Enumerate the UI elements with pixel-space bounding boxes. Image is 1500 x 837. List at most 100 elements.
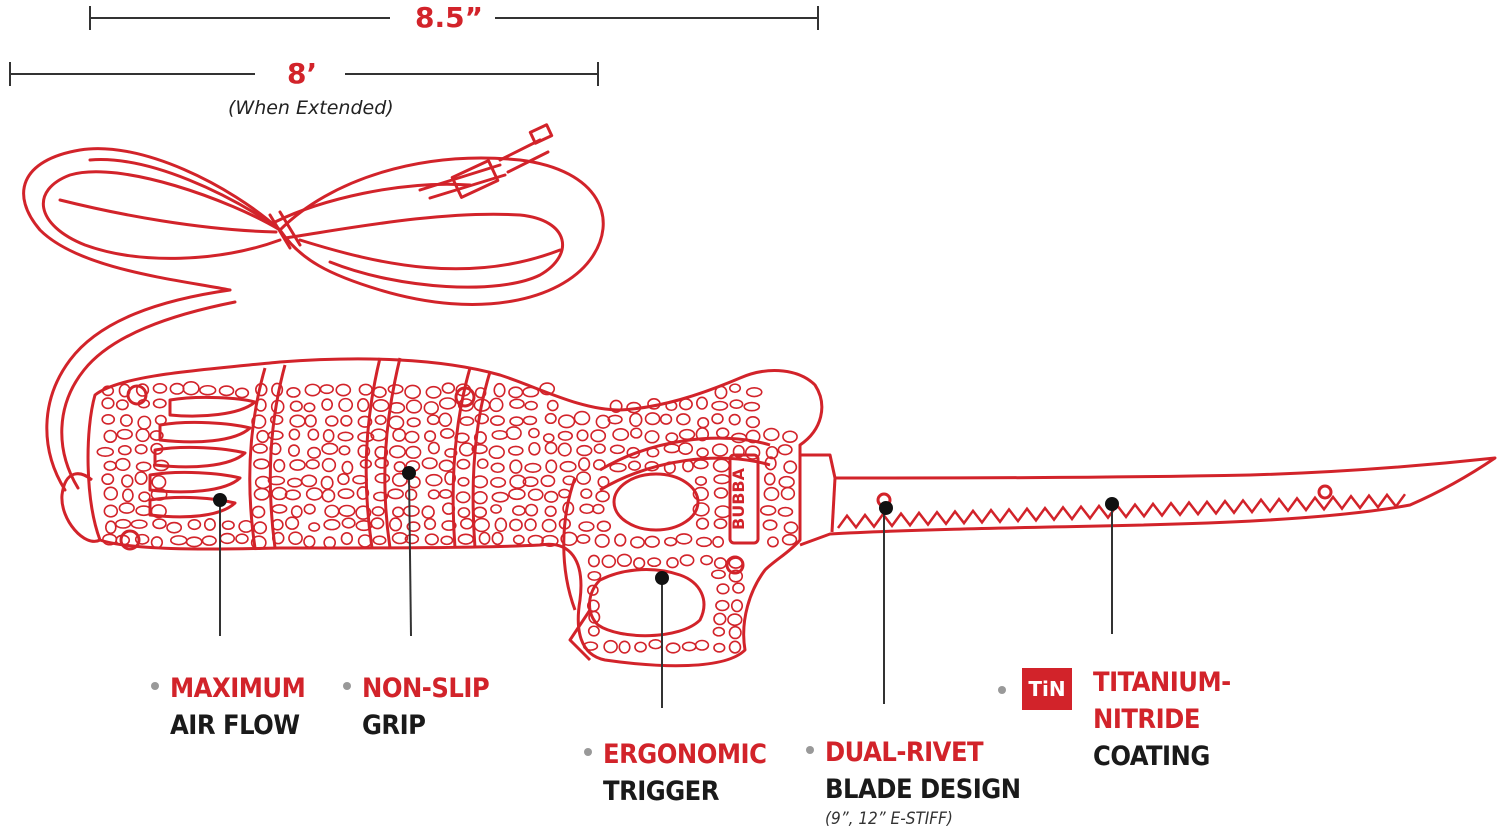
- texture-pebble: [763, 427, 780, 442]
- texture-pebble: [712, 458, 731, 473]
- texture-pebble: [424, 533, 439, 546]
- texture-pebble: [505, 426, 522, 441]
- texture-pebble: [562, 501, 575, 516]
- texture-pebble: [357, 398, 370, 413]
- texture-pebble: [491, 491, 509, 503]
- callout-subtitle: COATING: [1093, 741, 1210, 772]
- texture-pebble: [119, 414, 133, 427]
- texture-pebble: [130, 519, 148, 529]
- texture-pebble: [115, 399, 129, 411]
- texture-pebble: [427, 441, 440, 455]
- texture-pebble: [543, 490, 559, 503]
- texture-pebble: [471, 443, 488, 455]
- callout-coating: TITANIUM- NITRIDE COATING: [1093, 664, 1231, 775]
- texture-pebble: [440, 535, 454, 546]
- texture-pebble: [457, 507, 471, 519]
- texture-pebble: [696, 447, 709, 458]
- texture-pebble: [644, 430, 660, 444]
- texture-pebble: [546, 399, 559, 412]
- texture-pebble: [438, 412, 453, 428]
- texture-pebble: [580, 488, 593, 499]
- texture-pebble: [595, 414, 611, 429]
- texture-pebble: [714, 385, 728, 400]
- texture-pebble: [169, 382, 185, 395]
- texture-pebble: [713, 487, 729, 499]
- texture-pebble: [626, 401, 642, 414]
- texture-pebble: [305, 459, 320, 470]
- texture-pebble: [665, 642, 681, 654]
- texture-pebble: [695, 536, 713, 548]
- texture-pebble: [288, 428, 301, 441]
- texture-pebble: [391, 532, 409, 545]
- callout-title: NON-SLIP: [362, 673, 490, 704]
- texture-pebble: [355, 505, 372, 520]
- texture-pebble: [305, 487, 324, 501]
- texture-pebble: [745, 415, 761, 429]
- texture-pebble: [267, 430, 284, 441]
- texture-pebble: [491, 429, 509, 441]
- texture-pebble: [587, 554, 600, 568]
- power-cord: [22, 123, 605, 492]
- callout-rivet: DUAL-RIVET BLADE DESIGN (9”, 12” E-STIFF…: [806, 734, 1021, 830]
- texture-pebble: [252, 443, 268, 454]
- texture-pebble: [692, 486, 709, 502]
- texture-pebble: [357, 444, 371, 459]
- texture-pebble: [712, 626, 726, 637]
- texture-pebble: [692, 502, 710, 517]
- texture-pebble: [134, 471, 148, 486]
- texture-pebble: [201, 535, 217, 546]
- texture-pebble: [456, 458, 471, 470]
- texture-pebble: [524, 462, 542, 473]
- texture-pebble: [203, 517, 216, 531]
- texture-pebble: [522, 476, 539, 488]
- serration-edge: [836, 492, 1407, 530]
- texture-pebble: [267, 475, 286, 486]
- texture-pebble: [134, 533, 150, 545]
- texture-pebble: [238, 519, 254, 533]
- texture-pebble: [576, 429, 589, 442]
- texture-pebble: [337, 488, 355, 500]
- texture-pebble: [402, 505, 420, 517]
- texture-pebble: [352, 474, 368, 485]
- bullet-dot: [806, 746, 814, 754]
- texture-pebble: [253, 487, 270, 501]
- texture-pebble: [759, 505, 777, 516]
- callout-subtitle: BLADE DESIGN: [825, 774, 1021, 805]
- texture-pebble: [103, 504, 119, 518]
- texture-pebble: [289, 400, 303, 412]
- texture-pebble: [324, 415, 339, 427]
- callout-subtitle: GRIP: [362, 710, 426, 741]
- leader-dots: [213, 466, 1119, 585]
- texture-pebble: [765, 445, 779, 460]
- texture-pebble: [474, 413, 490, 425]
- texture-pebble: [438, 397, 457, 410]
- texture-pebble: [441, 502, 456, 515]
- texture-pebble: [218, 385, 235, 397]
- callout-trigger: ERGONOMIC TRIGGER: [584, 736, 767, 810]
- texture-pebble: [763, 486, 780, 502]
- texture-pebble: [609, 444, 625, 455]
- texture-pebble: [357, 415, 373, 428]
- texture-pebble: [288, 531, 303, 546]
- texture-pebble: [289, 414, 306, 428]
- dimension-lines: [9, 6, 819, 86]
- texture-pebble: [732, 444, 745, 459]
- texture-pebble: [388, 445, 406, 459]
- texture-pebble: [340, 415, 353, 427]
- texture-pebble: [648, 639, 663, 650]
- texture-pebble: [235, 533, 249, 545]
- texture-pebble: [694, 639, 710, 651]
- texture-pebble: [714, 505, 732, 519]
- texture-pebble: [185, 536, 203, 548]
- blade-serration: [836, 492, 1407, 530]
- texture-pebble: [729, 399, 744, 409]
- texture-pebble: [659, 413, 673, 425]
- texture-pebble: [780, 486, 796, 501]
- texture-pebble: [764, 456, 777, 471]
- texture-pebble: [511, 505, 526, 516]
- texture-pebble: [626, 446, 641, 459]
- texture-pebble: [594, 533, 610, 548]
- texture-pebble: [473, 431, 487, 445]
- texture-pebble: [321, 488, 336, 503]
- texture-pebble: [290, 505, 303, 519]
